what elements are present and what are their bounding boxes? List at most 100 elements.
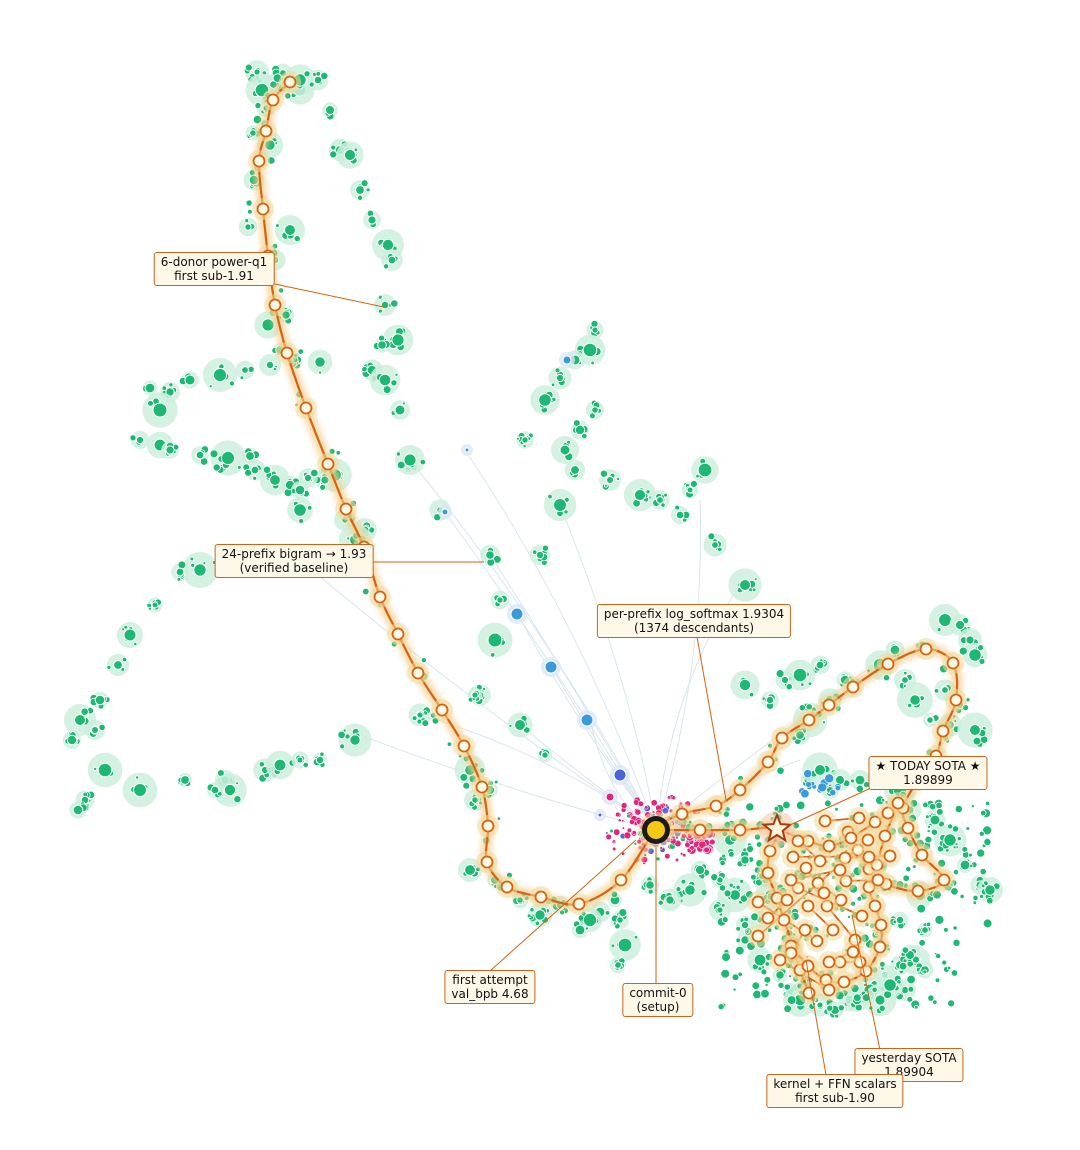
node-cluster (610, 908, 630, 930)
graph-node (244, 63, 253, 72)
graph-node (293, 503, 307, 517)
graph-node (523, 726, 531, 734)
graph-node (959, 859, 971, 871)
graph-node (574, 924, 586, 936)
graph-node (570, 465, 580, 475)
node-cluster (337, 723, 372, 757)
graph-node (796, 800, 806, 811)
graph-node (941, 686, 949, 694)
graph-node (824, 799, 832, 808)
path-node (822, 955, 836, 969)
graph-node (538, 393, 552, 407)
graph-node (293, 235, 301, 243)
graph-node (297, 348, 304, 355)
graph-node (294, 484, 306, 496)
graph-node (720, 968, 730, 979)
node-cluster (537, 747, 553, 763)
graph-node (927, 994, 935, 1002)
graph-node (925, 921, 932, 928)
graph-node (751, 981, 760, 990)
graph-node (906, 974, 916, 985)
node-cluster (213, 773, 247, 807)
graph-node (261, 318, 275, 332)
graph-node (822, 720, 827, 725)
path-node (798, 923, 812, 937)
graph-node (228, 380, 235, 387)
graph-node (66, 734, 78, 746)
path-node (937, 873, 951, 887)
graph-node (307, 505, 313, 511)
graph-node (419, 458, 426, 466)
graph-node (834, 806, 839, 812)
graph-node (633, 842, 638, 846)
graph-node (805, 781, 812, 788)
graph-node (760, 968, 768, 976)
node-cluster (530, 385, 560, 415)
graph-node (852, 993, 862, 1002)
graph-node (612, 921, 617, 926)
path-node (818, 814, 832, 828)
graph-node (220, 450, 236, 466)
graph-node (325, 105, 335, 115)
path-node (868, 815, 882, 829)
graph-node (980, 883, 986, 889)
graph-node (262, 465, 272, 474)
graph-node (245, 451, 255, 461)
graph-node (734, 945, 745, 956)
annotation-prefix-bigram: 24-prefix bigram → 1.93 (verified baseli… (214, 544, 374, 578)
graph-node (244, 223, 252, 231)
graph-node (284, 92, 292, 100)
graph-node (612, 846, 617, 852)
graph-node (516, 436, 520, 441)
graph-node (927, 824, 932, 829)
graph-node (858, 802, 865, 808)
graph-node (979, 867, 987, 876)
graph-node (753, 953, 767, 967)
path-node (339, 502, 353, 516)
graph-node (656, 496, 664, 504)
node-cluster (609, 929, 641, 961)
graph-node (357, 194, 364, 201)
node-cluster (206, 781, 224, 799)
path-node (810, 934, 824, 948)
graph-node (254, 102, 262, 110)
graph-node (416, 711, 424, 719)
annotation-commit-0: commit-0 (setup) (622, 983, 694, 1017)
node-cluster (876, 971, 904, 999)
graph-node (932, 999, 938, 1005)
root-node-core (647, 821, 665, 839)
graph-node (912, 955, 920, 964)
graph-node (675, 857, 679, 862)
path-node (751, 929, 765, 943)
graph-node (277, 287, 285, 294)
path-node (813, 854, 827, 868)
graph-node (135, 775, 140, 780)
path-node (256, 202, 270, 216)
graph-node (950, 969, 959, 977)
node-cluster (178, 371, 199, 389)
graph-node (496, 596, 504, 604)
graph-node (980, 809, 987, 817)
graph-node (396, 460, 406, 470)
node-cluster (62, 730, 82, 750)
graph-node (534, 909, 546, 921)
node-cluster (623, 478, 657, 512)
graph-node (177, 560, 187, 570)
graph-node (383, 263, 390, 270)
graph-node (195, 450, 205, 460)
graph-node (892, 919, 898, 925)
graph-node (123, 628, 137, 642)
node-cluster (322, 102, 338, 121)
path-node (817, 886, 831, 900)
graph-node (464, 447, 470, 453)
graph-node (837, 1004, 845, 1012)
node-cluster (202, 357, 238, 393)
graph-node (189, 556, 195, 562)
graph-node (952, 938, 961, 947)
graph-node (934, 952, 942, 960)
path-node (259, 124, 273, 138)
graph-node (965, 826, 971, 831)
node-cluster (730, 670, 760, 700)
path-node (883, 849, 897, 863)
graph-node (707, 532, 716, 541)
